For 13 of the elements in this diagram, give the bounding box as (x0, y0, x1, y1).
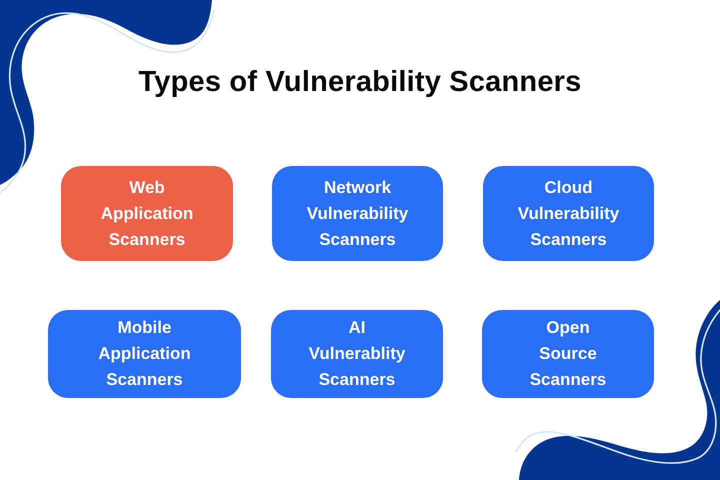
box-label: AI Vulnerablity Scanners (308, 317, 406, 391)
box-label: Cloud Vulnerability Scanners (518, 176, 620, 250)
category-box (48, 310, 241, 398)
category-box (61, 166, 233, 261)
box-label: Mobile Application Scanners (98, 317, 191, 391)
category-box (272, 166, 443, 261)
box-label: Network Vulnerability Scanners (306, 176, 408, 250)
category-box (271, 310, 443, 398)
diagram-title: Types of Vulnerability Scanners (138, 66, 582, 98)
box-label: Open Source Scanners (530, 317, 606, 391)
category-box (482, 310, 654, 398)
category-box (483, 166, 654, 261)
box-label: Web Application Scanners (100, 176, 194, 250)
